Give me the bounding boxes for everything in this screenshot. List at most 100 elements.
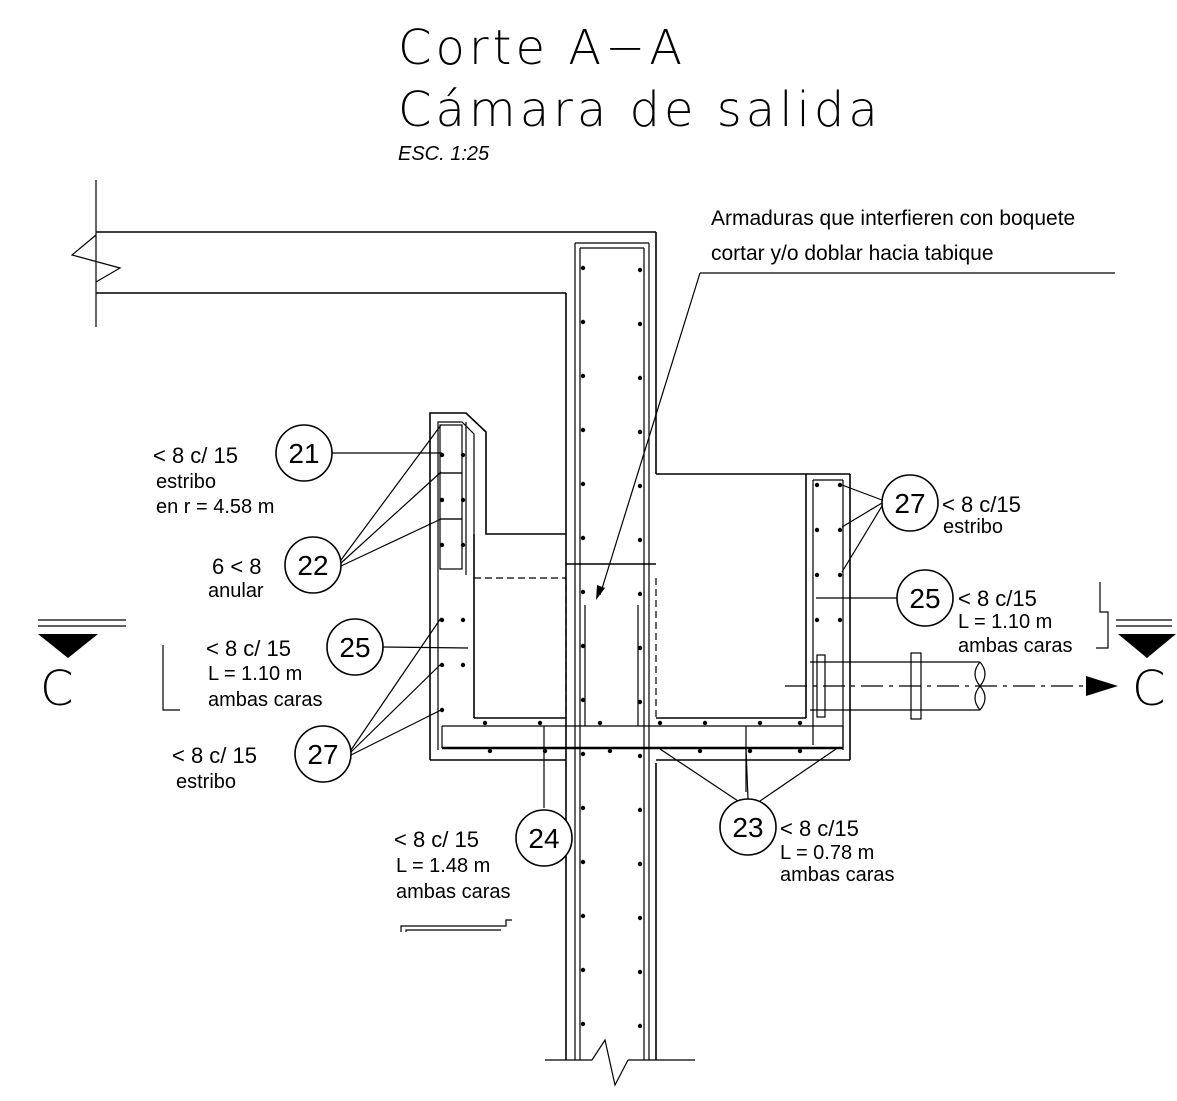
rebar-dot xyxy=(580,643,586,649)
rebar-dot xyxy=(637,591,643,597)
rebar-dots xyxy=(439,265,843,1029)
rebar-dot xyxy=(580,589,586,595)
svg-text:27: 27 xyxy=(894,488,925,519)
rebar-dot xyxy=(460,617,466,623)
svg-text:L = 1.10 m: L = 1.10 m xyxy=(208,663,302,685)
rebar-dot xyxy=(837,572,843,578)
callout-27-left: 27 < 8 c/ 15 estribo xyxy=(172,617,442,793)
rebar-dot xyxy=(439,497,445,503)
rebar-dot xyxy=(637,915,643,921)
drawing-scale: ESC. 1:25 xyxy=(398,143,490,165)
svg-text:< 8 c/15: < 8 c/15 xyxy=(780,816,859,841)
rebar-dot xyxy=(439,707,445,713)
rebar-dot xyxy=(542,748,548,754)
rebar-dot xyxy=(580,967,586,973)
rebar-dot xyxy=(597,720,603,726)
outlet-pipe xyxy=(785,652,1118,720)
svg-text:< 8 c/ 15: < 8 c/ 15 xyxy=(206,636,291,661)
rebar-dot xyxy=(814,527,820,533)
svg-text:C: C xyxy=(40,661,74,717)
rebar-dot xyxy=(814,572,820,578)
rebar-dot xyxy=(580,481,586,487)
central-wall xyxy=(545,232,695,1087)
svg-text:estribo: estribo xyxy=(943,516,1003,538)
svg-text:22: 22 xyxy=(297,550,328,581)
rebar-dot xyxy=(580,859,586,865)
callout-27-right: 27 < 8 c/15 estribo xyxy=(841,474,1021,573)
rebar-dot xyxy=(637,375,643,381)
rebar-dot xyxy=(580,697,586,703)
svg-text:anular: anular xyxy=(208,580,264,602)
rebar-dot xyxy=(637,969,643,975)
rebar-dot xyxy=(797,748,803,754)
interference-note: Armaduras que interfieren con boquete co… xyxy=(596,207,1115,600)
rebar-dot xyxy=(657,720,663,726)
svg-text:ambas caras: ambas caras xyxy=(208,689,323,711)
rebar-dot xyxy=(757,720,763,726)
rebar-dot xyxy=(580,373,586,379)
svg-text:en r = 4.58 m: en r = 4.58 m xyxy=(156,496,274,518)
callout-22: 22 6 < 8 anular xyxy=(208,424,442,602)
top-slab xyxy=(70,180,656,327)
rebar-dot xyxy=(637,429,643,435)
rebar-dot xyxy=(580,805,586,811)
rebar-dot xyxy=(460,497,466,503)
svg-text:< 8 c/ 15: < 8 c/ 15 xyxy=(153,443,238,468)
rebar-dot xyxy=(747,748,753,754)
svg-text:25: 25 xyxy=(909,583,940,614)
rebar-dot xyxy=(637,753,643,759)
svg-text:C: C xyxy=(1132,661,1166,717)
rebar-dot xyxy=(439,542,445,548)
rebar-dot xyxy=(607,748,613,754)
svg-text:< 8 c/15: < 8 c/15 xyxy=(942,492,1021,517)
svg-text:ambas caras: ambas caras xyxy=(958,635,1073,657)
rebar-dot xyxy=(637,699,643,705)
arrow-head xyxy=(1086,676,1118,696)
rebar-dot xyxy=(580,913,586,919)
rebar-dot xyxy=(837,482,843,488)
svg-text:estribo: estribo xyxy=(176,771,236,793)
rebar-dot xyxy=(697,748,703,754)
rebar-dot xyxy=(637,807,643,813)
rebar-dot xyxy=(580,535,586,541)
rebar-dot xyxy=(637,321,643,327)
rebar-dot xyxy=(637,537,643,543)
right-chamber xyxy=(566,473,851,761)
rebar-dot xyxy=(837,617,843,623)
rebar-dot xyxy=(814,482,820,488)
rebar-dot xyxy=(580,265,586,271)
callout-25-left: 25 < 8 c/ 15 L = 1.10 m ambas caras xyxy=(206,618,469,711)
callout-25-right: 25 < 8 c/15 L = 1.10 m ambas caras xyxy=(816,569,1073,657)
rebar-dot xyxy=(797,720,803,726)
rebar-dot xyxy=(702,720,708,726)
rebar-dot xyxy=(580,319,586,325)
rebar-dot xyxy=(439,452,445,458)
svg-text:estribo: estribo xyxy=(156,471,216,493)
svg-text:6 < 8: 6 < 8 xyxy=(212,554,262,579)
rebar-dot xyxy=(482,720,488,726)
rebar-dot xyxy=(580,427,586,433)
callout-21: 21 < 8 c/ 15 estribo en r = 4.58 m xyxy=(153,424,442,518)
rebar-dot xyxy=(460,452,466,458)
rebar-dot xyxy=(637,483,643,489)
callout-24: 24 < 8 c/ 15 L = 1.48 m ambas caras xyxy=(394,809,573,932)
callout-23: 23 < 8 c/15 L = 0.78 m ambas caras xyxy=(659,748,895,886)
rebar-dot xyxy=(637,1023,643,1029)
svg-text:L = 0.78 m: L = 0.78 m xyxy=(780,842,874,864)
rebar-dot xyxy=(837,527,843,533)
rebar-dot xyxy=(460,542,466,548)
svg-text:24: 24 xyxy=(528,823,559,854)
rebar-dot xyxy=(814,617,820,623)
svg-text:ambas caras: ambas caras xyxy=(780,864,895,886)
svg-text:25: 25 xyxy=(339,632,370,663)
bottom-slab-rebar xyxy=(441,605,844,808)
svg-text:ambas caras: ambas caras xyxy=(396,881,511,903)
section-mark-left: C xyxy=(38,619,180,717)
svg-text:< 8 c/ 15: < 8 c/ 15 xyxy=(172,743,257,768)
svg-text:< 8 c/15: < 8 c/15 xyxy=(958,586,1037,611)
svg-text:L = 1.10 m: L = 1.10 m xyxy=(958,611,1052,633)
drawing-subtitle: Cámara de salida xyxy=(398,82,882,138)
svg-text:Armaduras que interfieren con: Armaduras que interfieren con boquete xyxy=(711,207,1075,230)
rebar-dot xyxy=(580,751,586,757)
